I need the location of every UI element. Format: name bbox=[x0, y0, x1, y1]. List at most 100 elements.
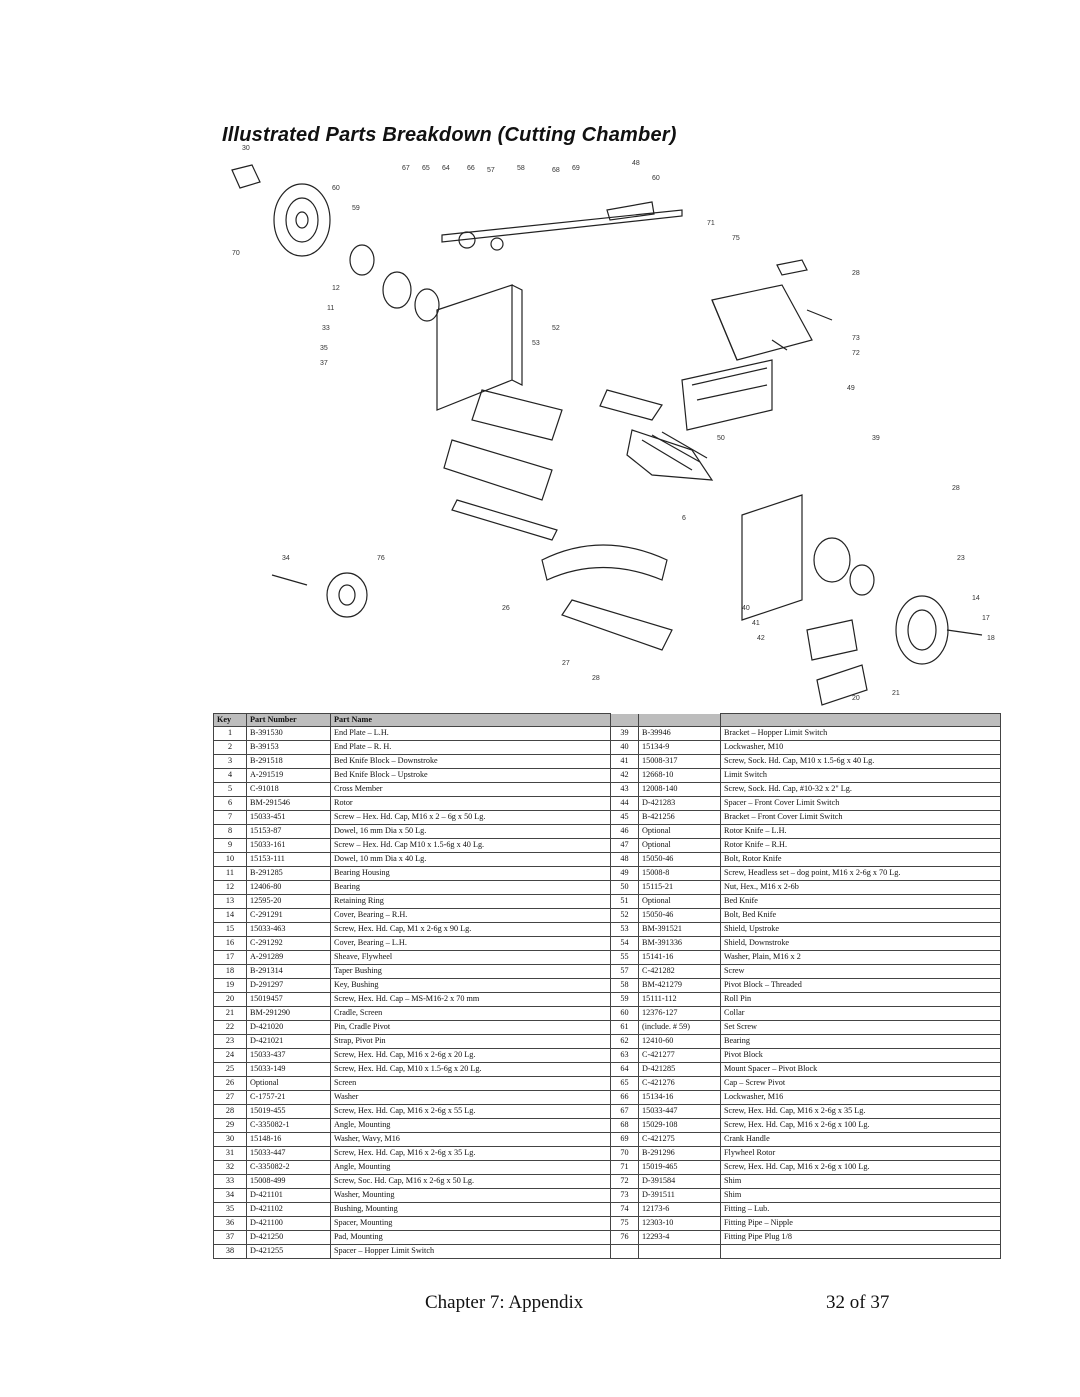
part-name-cell: Pin, Cradle Pivot bbox=[330, 1020, 611, 1035]
key-cell bbox=[610, 1244, 639, 1259]
part-number-cell: 12303-10 bbox=[638, 1216, 721, 1231]
key-cell: 64 bbox=[610, 1062, 639, 1077]
footer-chapter: Chapter 7: Appendix bbox=[425, 1292, 584, 1313]
key-cell: 46 bbox=[610, 824, 639, 839]
shaft-assembly-part bbox=[349, 244, 523, 411]
part-number-cell: D-421101 bbox=[246, 1188, 331, 1203]
svg-text:67: 67 bbox=[402, 165, 410, 172]
key-cell: 48 bbox=[610, 852, 639, 867]
part-name-cell: Flywheel Rotor bbox=[720, 1146, 1001, 1161]
key-cell: 7 bbox=[213, 810, 247, 825]
key-cell: 15 bbox=[213, 922, 247, 937]
key-cell: 59 bbox=[610, 992, 639, 1007]
part-name-cell: Collar bbox=[720, 1006, 1001, 1021]
key-cell: 73 bbox=[610, 1188, 639, 1203]
part-number-cell: 15153-111 bbox=[246, 852, 331, 867]
part-name-cell: Spacer, Mounting bbox=[330, 1216, 611, 1231]
part-name-cell: Shim bbox=[720, 1174, 1001, 1189]
part-number-cell: 15019457 bbox=[246, 992, 331, 1007]
svg-text:76: 76 bbox=[377, 555, 385, 562]
header-gap bbox=[638, 713, 721, 727]
svg-text:30: 30 bbox=[242, 145, 250, 152]
header-part-name: Part Name bbox=[330, 713, 611, 727]
key-cell: 30 bbox=[213, 1132, 247, 1147]
part-name-cell: Strap, Pivot Pin bbox=[330, 1034, 611, 1049]
part-name-cell: Lockwasher, M16 bbox=[720, 1090, 1001, 1105]
part-number-cell: D-421250 bbox=[246, 1230, 331, 1245]
part-name-cell: Screw, Sock. Hd. Cap, M10 x 1.5-6g x 40 … bbox=[720, 754, 1001, 769]
key-cell: 74 bbox=[610, 1202, 639, 1217]
key-cell: 76 bbox=[610, 1230, 639, 1245]
svg-text:6: 6 bbox=[682, 515, 686, 522]
part-name-cell: Screen bbox=[330, 1076, 611, 1091]
key-cell: 38 bbox=[213, 1244, 247, 1259]
part-name-cell: Roll Pin bbox=[720, 992, 1001, 1007]
part-name-cell: End Plate – R. H. bbox=[330, 740, 611, 755]
part-name-cell: Screw, Hex. Hd. Cap, M10 x 1.5-6g x 20 L… bbox=[330, 1062, 611, 1077]
part-number-cell: 12173-6 bbox=[638, 1202, 721, 1217]
part-name-cell: Crank Handle bbox=[720, 1132, 1001, 1147]
key-cell: 69 bbox=[610, 1132, 639, 1147]
part-name-cell: Washer, Wavy, M16 bbox=[330, 1132, 611, 1147]
part-number-cell: BM-421279 bbox=[638, 978, 721, 993]
key-cell: 61 bbox=[610, 1020, 639, 1035]
footer-page-number: 32 of 37 bbox=[826, 1292, 890, 1313]
part-number-cell: Optional bbox=[638, 838, 721, 853]
key-cell: 72 bbox=[610, 1174, 639, 1189]
svg-text:37: 37 bbox=[320, 360, 328, 367]
part-name-cell: Screw, Sock. Hd. Cap, #10-32 x 2" Lg. bbox=[720, 782, 1001, 797]
part-number-cell: 12293-4 bbox=[638, 1230, 721, 1245]
part-name-cell: Screw – Hex. Hd. Cap M10 x 1.5-6g x 40 L… bbox=[330, 838, 611, 853]
key-cell: 75 bbox=[610, 1216, 639, 1231]
part-name-cell: Bushing, Mounting bbox=[330, 1202, 611, 1217]
svg-text:14: 14 bbox=[972, 595, 980, 602]
part-number-cell: B-39946 bbox=[638, 726, 721, 741]
svg-text:33: 33 bbox=[322, 325, 330, 332]
svg-text:17: 17 bbox=[982, 615, 990, 622]
part-name-cell: Screw, Hex. Hd. Cap, M16 x 2-6g x 20 Lg. bbox=[330, 1048, 611, 1063]
key-cell: 23 bbox=[213, 1034, 247, 1049]
svg-text:27: 27 bbox=[562, 660, 570, 667]
svg-text:28: 28 bbox=[852, 270, 860, 277]
part-name-cell: Fitting Pipe Plug 1/8 bbox=[720, 1230, 1001, 1245]
svg-text:53: 53 bbox=[532, 340, 540, 347]
bearing-part bbox=[271, 572, 368, 618]
key-cell: 67 bbox=[610, 1104, 639, 1119]
key-cell: 29 bbox=[213, 1118, 247, 1133]
key-cell: 71 bbox=[610, 1160, 639, 1175]
key-cell: 35 bbox=[213, 1202, 247, 1217]
key-cell: 62 bbox=[610, 1034, 639, 1049]
part-name-cell: Bracket – Front Cover Limit Switch bbox=[720, 810, 1001, 825]
part-number-cell: C-291292 bbox=[246, 936, 331, 951]
svg-text:39: 39 bbox=[872, 435, 880, 442]
part-number-cell: D-421100 bbox=[246, 1216, 331, 1231]
part-number-cell: C-1757-21 bbox=[246, 1090, 331, 1105]
key-cell: 17 bbox=[213, 950, 247, 965]
key-cell: 52 bbox=[610, 908, 639, 923]
svg-text:69: 69 bbox=[572, 165, 580, 172]
part-number-cell: 15029-108 bbox=[638, 1118, 721, 1133]
part-name-cell: Bed Knife Block – Upstroke bbox=[330, 768, 611, 783]
part-name-cell: Bearing Housing bbox=[330, 866, 611, 881]
svg-text:65: 65 bbox=[422, 165, 430, 172]
part-number-cell: B-291296 bbox=[638, 1146, 721, 1161]
svg-text:68: 68 bbox=[552, 167, 560, 174]
svg-text:58: 58 bbox=[517, 165, 525, 172]
part-number-cell: C-335082-1 bbox=[246, 1118, 331, 1133]
part-name-cell: Pad, Mounting bbox=[330, 1230, 611, 1245]
